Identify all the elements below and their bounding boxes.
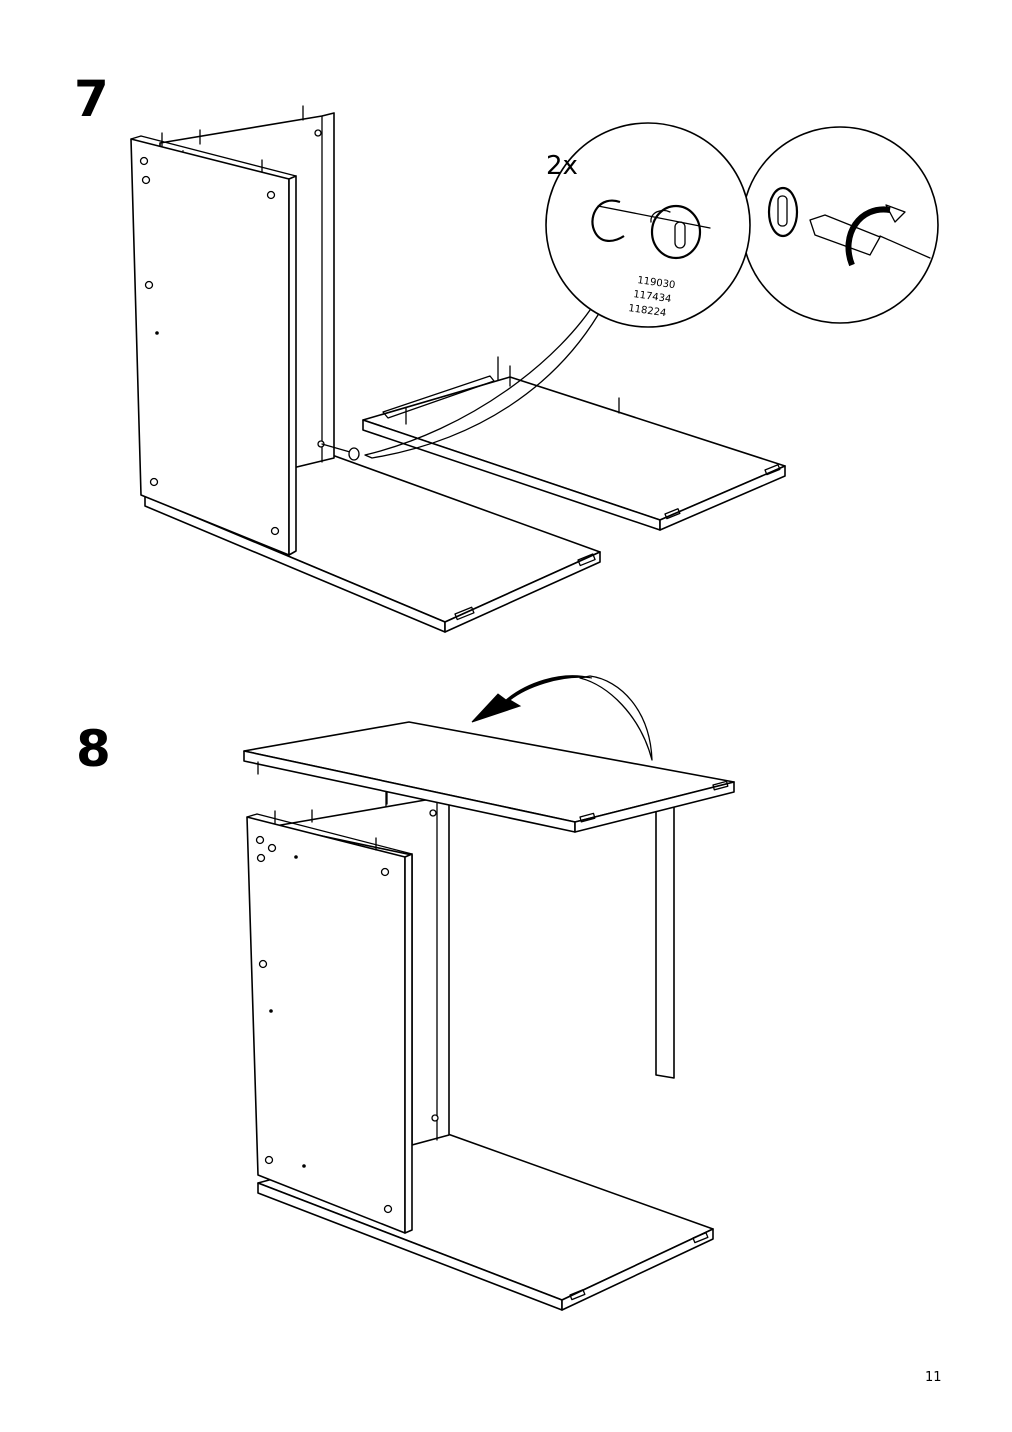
screwdriver-icon — [809, 214, 881, 256]
step-7-middle-panel — [362, 356, 786, 531]
step-8-illustration — [243, 675, 735, 1311]
step-8-top-panel — [243, 721, 735, 833]
step-7-illustration — [130, 105, 939, 633]
callout-detail — [545, 122, 939, 328]
step-7-front-panel — [130, 135, 297, 556]
rotate-arrow-icon — [845, 206, 891, 267]
page-number: 11 — [925, 1370, 942, 1385]
step-8-strip — [655, 805, 675, 1079]
cam-lock-icon — [650, 204, 702, 260]
part-number-3: 118224 — [628, 303, 667, 319]
step-7-number: 7 — [74, 70, 109, 128]
step-8-front-panel — [246, 810, 413, 1234]
step-7-cam-bolt — [317, 440, 360, 461]
callout-quantity: 2x — [546, 151, 578, 181]
part-number-2: 117434 — [633, 289, 672, 305]
flip-arrow-icon — [471, 675, 653, 761]
cam-outline-icon — [591, 199, 625, 242]
step-8-number: 8 — [76, 720, 111, 778]
part-number-1: 119030 — [637, 275, 676, 291]
cam-slot-icon — [767, 186, 799, 238]
